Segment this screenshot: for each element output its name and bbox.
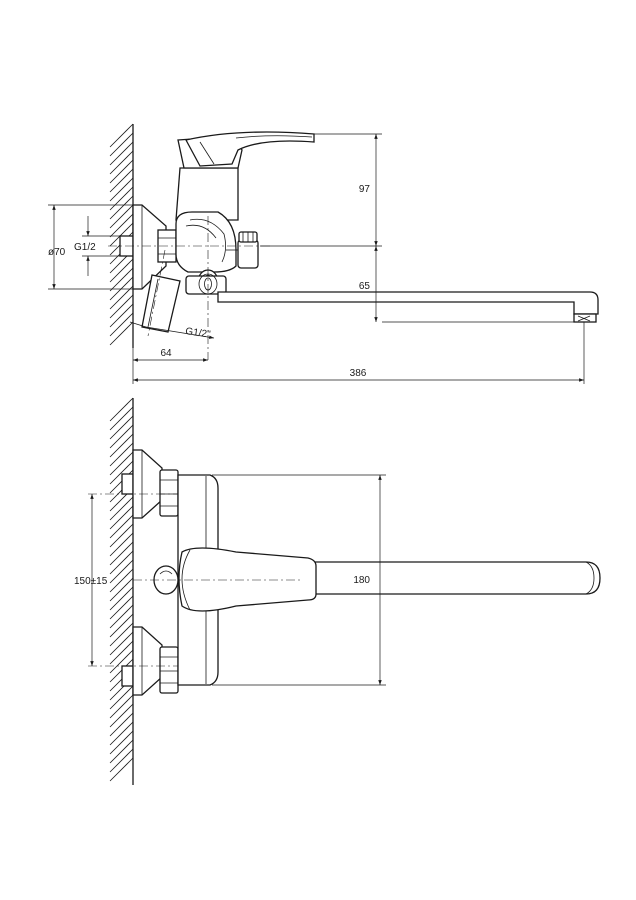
side-view: 97 65 ø70 G1/2 G1/2" [48,123,599,384]
hatch-line [109,433,134,458]
spout-front [299,561,601,595]
dim-g12-wall-label: G1/2 [74,242,96,253]
hatch-line [109,132,134,157]
hatch-line [109,730,134,755]
dim-g12-outlet-label: G1/2" [185,326,212,340]
hatch-line [109,721,134,746]
dim-64: 64 [132,348,208,384]
hatch-line [109,258,134,283]
hatch-line [109,577,134,602]
hatch-line [109,451,134,476]
dim-386: 386 [133,322,585,384]
dim-386-label: 386 [350,368,367,379]
hatch-line [109,739,134,764]
lower-connection-front [121,626,179,696]
hatch-line [109,267,134,292]
hatch-line [109,204,134,229]
dim-g12-outlet: G1/2" [129,321,215,341]
hatch-line [109,631,134,656]
hatch-line [109,312,134,337]
dim-180-label: 180 [353,575,370,586]
hatch-line [109,514,134,539]
hatch-line [109,559,134,584]
handle-front [153,547,317,612]
hatch-line [109,276,134,301]
hatch-line [109,442,134,467]
hatch-line [109,595,134,620]
hatch-line [109,568,134,593]
dim-65: 65 [359,246,574,323]
hatch-line [109,496,134,521]
dim-64-label: 64 [160,348,172,359]
mixer-body-side [175,167,239,295]
hatch-line [109,303,134,328]
hatch-line [109,150,134,175]
dim-d70-label: ø70 [48,247,66,258]
hatch-line [109,406,134,431]
hatch-line [109,640,134,665]
hatch-line [109,586,134,611]
hatch-line [109,213,134,238]
hatch-line [109,159,134,184]
hatch-line [109,748,134,773]
wall-connection-side [119,204,181,333]
centerlines-front [88,493,300,667]
hatch-line [109,195,134,220]
hatch-line [109,141,134,166]
upper-connection-front [121,449,179,519]
wall-hatch-front [109,397,134,785]
hatch-line [109,397,134,422]
hatch-line [109,613,134,638]
dim-180: 180 [212,474,386,686]
centerlines-side [108,216,270,360]
hatch-line [109,424,134,449]
hatch-line [109,168,134,193]
handle-lever-side [177,131,315,169]
hatch-line [109,415,134,440]
hatch-line [109,222,134,247]
dim-65-label: 65 [359,281,371,292]
hatch-line [109,321,134,346]
hatch-line [109,622,134,647]
hatch-line [109,649,134,674]
hatch-line [109,694,134,719]
hatch-line [109,523,134,548]
hatch-line [109,757,134,782]
hatch-line [109,550,134,575]
dim-150: 150±15 [74,494,108,666]
dim-97: 97 [260,133,382,247]
diverter-knob [226,231,259,269]
hatch-line [109,186,134,211]
hatch-line [109,294,134,319]
hatch-line [109,285,134,310]
hatch-line [109,123,134,148]
hatch-line [109,541,134,566]
hatch-line [109,532,134,557]
hatch-line [109,685,134,710]
hatch-line [109,505,134,530]
front-view: 150±15 180 [74,397,601,785]
dim-97-label: 97 [359,184,371,195]
hatch-line [109,703,134,728]
hatch-line [109,604,134,629]
dim-d70: ø70 [48,204,142,290]
hatch-line [109,460,134,485]
spout-side [217,291,599,323]
dim-150-label: 150±15 [74,576,108,587]
hatch-line [109,177,134,202]
hatch-line [109,712,134,737]
dim-g12-wall: G1/2 [74,216,120,276]
